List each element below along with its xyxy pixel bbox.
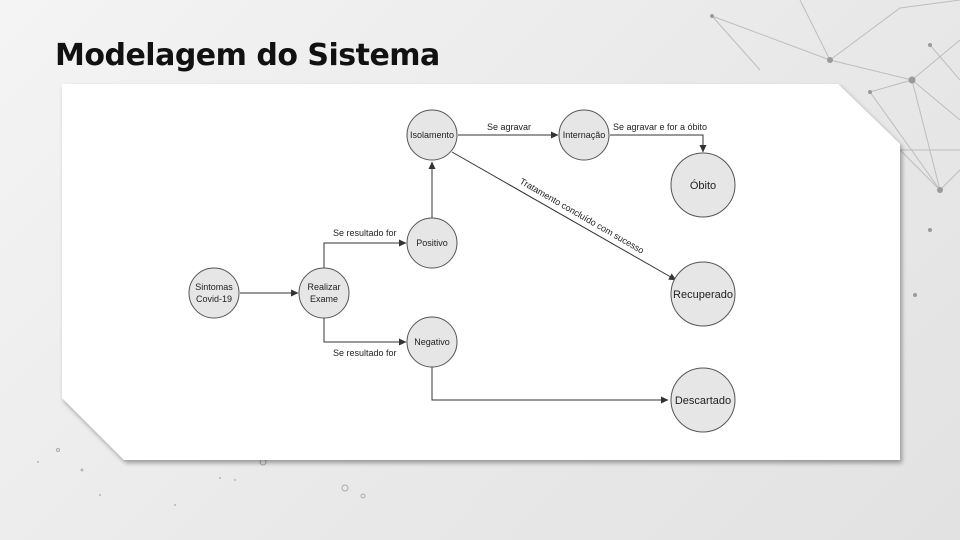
edge-internacao-obito	[610, 134, 707, 153]
node-label-isolamento: Isolamento	[410, 130, 454, 140]
edge-label-internacao-obito: Se agravar e for a óbito	[613, 122, 707, 132]
node-label-recuperado: Recuperado	[673, 289, 733, 301]
edge-exame-negativo	[323, 318, 407, 346]
diagram-card	[62, 84, 900, 460]
node-label-sintomas-1: Sintomas	[195, 282, 233, 292]
node-isolamento	[406, 109, 458, 161]
edge-negativo-descartado	[431, 367, 669, 404]
node-obito	[670, 152, 736, 218]
node-negativo	[406, 316, 458, 368]
node-descartado	[670, 367, 736, 433]
node-label-obito: Óbito	[690, 179, 716, 192]
edge-label-isolamento-internacao: Se agravar	[487, 122, 531, 132]
edge-exame-positivo	[323, 239, 407, 268]
edge-label-exame-positivo: Se resultado for	[333, 228, 397, 238]
node-label-internacao: Internação	[563, 130, 606, 140]
node-sintomas	[188, 267, 240, 319]
node-recuperado	[670, 261, 736, 327]
node-label-exame-1: Realizar	[307, 282, 340, 292]
node-label-exame-2: Exame	[310, 294, 338, 304]
node-label-positivo: Positivo	[416, 238, 448, 248]
node-exame	[298, 267, 350, 319]
node-label-negativo: Negativo	[414, 337, 450, 347]
edge-label-exame-negativo: Se resultado for	[333, 348, 397, 358]
edge-isolamento-recuperado	[451, 151, 677, 281]
node-label-descartado: Descartado	[675, 395, 731, 407]
node-positivo	[406, 217, 458, 269]
node-internacao	[558, 109, 610, 161]
node-label-sintomas-2: Covid-19	[196, 294, 232, 304]
slide-title: Modelagem do Sistema	[55, 38, 440, 73]
